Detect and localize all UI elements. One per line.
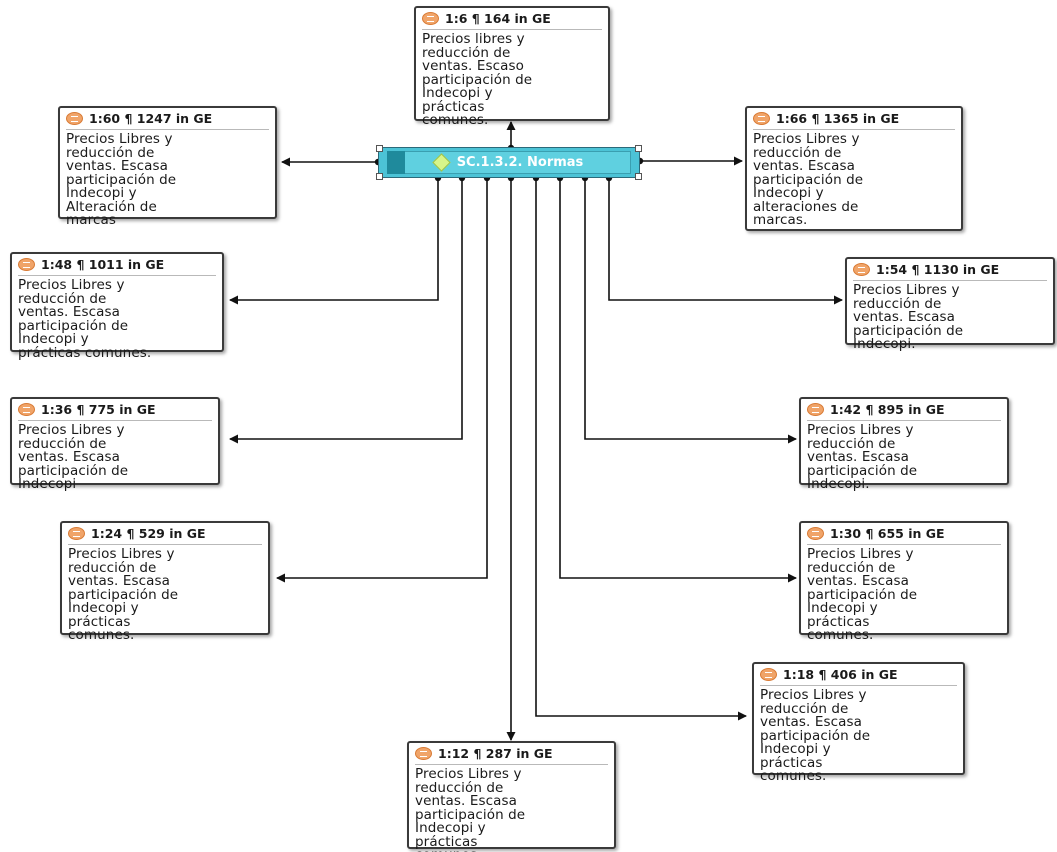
- code-node-body: SC.1.3.2. Normas: [387, 151, 631, 174]
- quotation-text: Precios Libres y reducción de ventas. Es…: [753, 131, 864, 228]
- quotation-id: 1:12 ¶ 287 in GE: [438, 746, 553, 761]
- link-q9: [556, 174, 797, 583]
- quotation-id: 1:18 ¶ 406 in GE: [783, 667, 898, 682]
- quotation-icon: [68, 527, 85, 540]
- quotation-id: 1:6 ¶ 164 in GE: [445, 11, 551, 26]
- quotation-id: 1:42 ¶ 895 in GE: [830, 402, 945, 417]
- quotation-node[interactable]: 1:12 ¶ 287 in GE Precios Libres y reducc…: [407, 741, 616, 852]
- quotation-id: 1:30 ¶ 655 in GE: [830, 526, 945, 541]
- resize-handle[interactable]: [376, 145, 383, 152]
- quotation-node[interactable]: 1:6 ¶ 164 in GE Precios libres y reducci…: [414, 6, 610, 127]
- quotation-id: 1:24 ¶ 529 in GE: [91, 526, 206, 541]
- quotation-node[interactable]: 1:66 ¶ 1365 in GE Precios Libres y reduc…: [745, 106, 963, 231]
- quotation-id: 1:36 ¶ 775 in GE: [41, 402, 156, 417]
- quotation-icon: [422, 12, 439, 25]
- link-q11: [506, 174, 516, 741]
- link-q2: [281, 157, 382, 167]
- quotation-text: Precios Libres y reducción de ventas. Es…: [18, 277, 152, 361]
- quotation-text: Precios Libres y reducción de ventas. Es…: [415, 766, 526, 852]
- quotation-node[interactable]: 1:54 ¶ 1130 in GE Precios Libres y reduc…: [845, 257, 1055, 351]
- quotation-node[interactable]: 1:18 ¶ 406 in GE Precios Libres y reducc…: [752, 662, 965, 783]
- quotation-node[interactable]: 1:24 ¶ 529 in GE Precios Libres y reducc…: [60, 521, 270, 642]
- quotation-text: Precios Libres y reducción de ventas. Es…: [66, 131, 177, 228]
- quotation-text: Precios libres y reducción de ventas. Es…: [422, 31, 533, 128]
- quotation-text: Precios Libres y reducción de ventas. Es…: [68, 546, 179, 643]
- quotation-id: 1:60 ¶ 1247 in GE: [89, 111, 213, 126]
- code-label: SC.1.3.2. Normas: [456, 155, 584, 170]
- quotation-icon: [18, 258, 35, 271]
- quotation-icon: [66, 112, 83, 125]
- quotation-icon: [853, 263, 870, 276]
- resize-handle[interactable]: [635, 145, 642, 152]
- quotation-text: Precios Libres y reducción de ventas. Es…: [853, 282, 964, 352]
- quotation-text: Precios Libres y reducción de ventas. Es…: [807, 422, 918, 492]
- quotation-icon: [753, 112, 770, 125]
- quotation-icon: [18, 403, 35, 416]
- quotation-text: Precios Libres y reducción de ventas. Es…: [18, 422, 129, 492]
- quotation-id: 1:48 ¶ 1011 in GE: [41, 257, 165, 272]
- resize-handle[interactable]: [635, 173, 642, 180]
- quotation-id: 1:66 ¶ 1365 in GE: [776, 111, 900, 126]
- quotation-icon: [415, 747, 432, 760]
- link-q10: [532, 174, 747, 721]
- quotation-id: 1:54 ¶ 1130 in GE: [876, 262, 1000, 277]
- quotation-icon: [760, 668, 777, 681]
- quotation-icon: [807, 403, 824, 416]
- quotation-node[interactable]: 1:30 ¶ 655 in GE Precios Libres y reducc…: [799, 521, 1009, 642]
- quotation-node[interactable]: 1:42 ¶ 895 in GE Precios Libres y reducc…: [799, 397, 1009, 491]
- code-node-strip: [387, 151, 405, 174]
- quotation-text: Precios Libres y reducción de ventas. Es…: [760, 687, 871, 784]
- resize-handle[interactable]: [376, 173, 383, 180]
- quotation-node[interactable]: 1:60 ¶ 1247 in GE Precios Libres y reduc…: [58, 106, 277, 227]
- diamond-icon: [431, 153, 451, 172]
- code-node[interactable]: SC.1.3.2. Normas: [376, 145, 642, 180]
- quotation-text: Precios Libres y reducción de ventas. Es…: [807, 546, 918, 643]
- link-q3: [636, 156, 743, 166]
- quotation-node[interactable]: 1:48 ¶ 1011 in GE Precios Libres y reduc…: [10, 252, 224, 359]
- link-q8: [276, 174, 491, 583]
- quotation-icon: [807, 527, 824, 540]
- quotation-node[interactable]: 1:36 ¶ 775 in GE Precios Libres y reducc…: [10, 397, 220, 491]
